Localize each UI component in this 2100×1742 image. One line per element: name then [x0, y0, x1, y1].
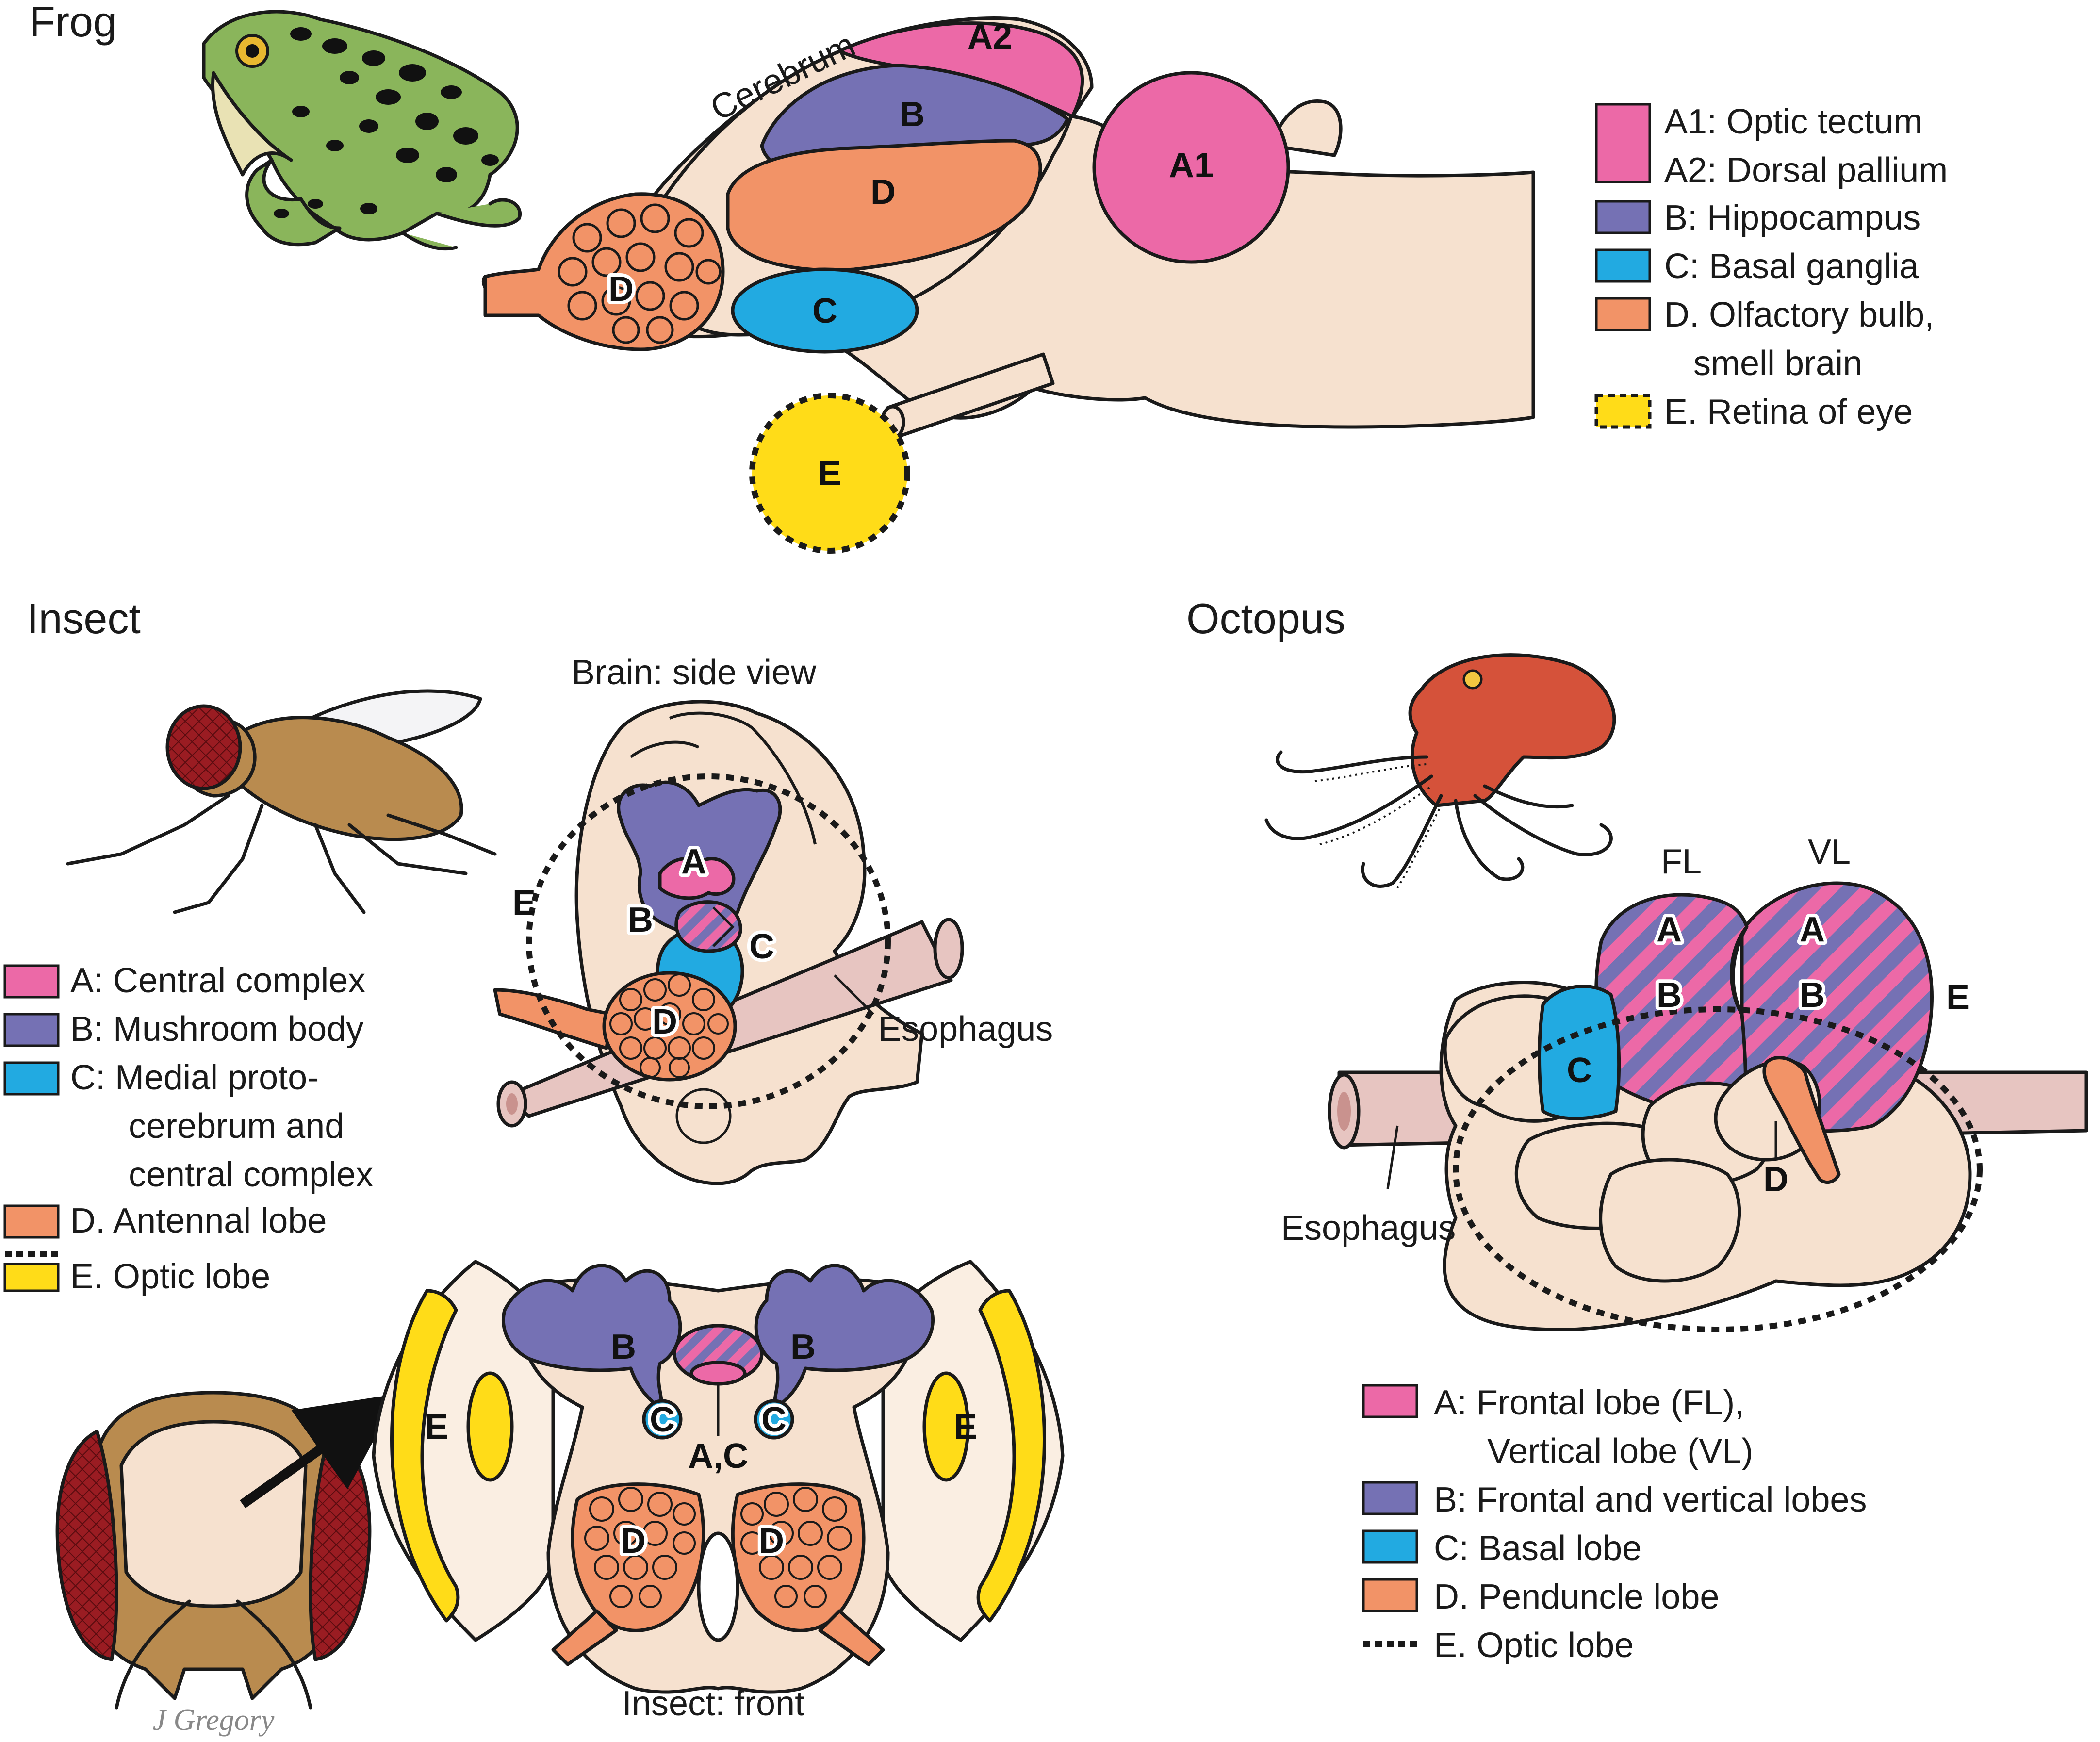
legend-swatch-d — [1595, 297, 1651, 331]
frog-label-a2: A2 — [968, 17, 1012, 56]
insect-front-title: Insect: front — [622, 1684, 804, 1723]
insect-legend-e: E. Optic lobe — [70, 1257, 270, 1296]
octopus-esophagus-label: Esophagus — [1281, 1209, 1456, 1248]
fly-head-illustration — [55, 1391, 399, 1710]
side-view-title: Brain: side view — [572, 653, 817, 692]
frog-legend-b: B: Hippocampus — [1664, 198, 1920, 237]
fly-illustration — [66, 689, 497, 914]
frog-legend-d-cont: smell brain — [1693, 344, 1862, 383]
insect-side-brain: A B C D E Esophagus — [493, 700, 1053, 1185]
insect-legend: A: Central complex B: Mushroom body C: M… — [3, 961, 373, 1296]
front-label-e-right: E — [954, 1408, 977, 1446]
artist-signature: J Gregory — [153, 1704, 275, 1737]
side-label-d: D — [652, 1002, 677, 1041]
front-label-d-left: D — [621, 1522, 646, 1561]
frog-label-c: C — [812, 292, 837, 330]
octopus-label-a-fl: A — [1657, 910, 1682, 949]
vl-label: VL — [1808, 833, 1851, 871]
fl-label: FL — [1661, 842, 1702, 881]
front-label-ac: A,C — [688, 1437, 748, 1476]
insect-legend-c-cont2: central complex — [129, 1155, 373, 1194]
frog-label-e: E — [818, 454, 841, 493]
octopus-legend-a-cont: Vertical lobe (VL) — [1487, 1432, 1753, 1471]
front-label-b-left: B — [611, 1328, 636, 1366]
octopus-label-e: E — [1946, 978, 1969, 1017]
frog-label-d-cerebrum: D — [870, 173, 896, 212]
insect-legend-a: A: Central complex — [70, 961, 365, 1000]
octopus-illustration — [1264, 653, 1616, 889]
legend-swatch-c — [1595, 248, 1651, 283]
octopus-label-d: D — [1763, 1160, 1788, 1199]
legend-swatch-c — [3, 1061, 60, 1096]
insect-front-brain: B B C C A,C D D E E — [372, 1260, 1065, 1694]
frog-legend-c: C: Basal ganglia — [1664, 247, 1919, 286]
octopus-legend: A: Frontal lobe (FL), Vertical lobe (VL)… — [1362, 1383, 1867, 1665]
side-label-e: E — [512, 884, 536, 922]
frog-legend: A1: Optic tectum A2: Dorsal pallium B: H… — [1594, 102, 1948, 431]
octopus-label-b-fl: B — [1657, 976, 1682, 1015]
legend-swatch-a — [1362, 1384, 1418, 1418]
octopus-arms — [1264, 750, 1613, 888]
octopus-section: Octopus — [1186, 594, 2088, 1665]
octopus-title: Octopus — [1186, 594, 1345, 642]
insect-legend-c-cont1: cerebrum and — [129, 1107, 344, 1146]
octopus-legend-a: A: Frontal lobe (FL), — [1434, 1383, 1744, 1422]
zoom-arrow — [240, 1394, 399, 1509]
frog-brain: Cerebrum A2 B D A1 C D E — [481, 16, 1535, 554]
frog-label-d-bulb: D — [608, 270, 634, 309]
octopus-legend-b: B: Frontal and vertical lobes — [1434, 1480, 1867, 1519]
front-label-e-left: E — [425, 1408, 448, 1446]
frog-legend-e: E. Retina of eye — [1664, 393, 1913, 431]
insect-legend-d: D. Antennal lobe — [70, 1201, 327, 1240]
fly-legs — [66, 794, 497, 914]
front-label-c-left: C — [650, 1400, 675, 1439]
octopus-label-a-vl: A — [1800, 910, 1825, 949]
octopus-legend-e: E. Optic lobe — [1434, 1626, 1634, 1665]
frog-title: Frog — [29, 0, 117, 46]
front-antennal-circles — [584, 1487, 852, 1608]
octopus-legend-c: C: Basal lobe — [1434, 1529, 1641, 1568]
legend-swatch-c — [1362, 1529, 1418, 1564]
legend-swatch-b — [1595, 200, 1651, 234]
octopus-legend-d: D. Penduncle lobe — [1434, 1578, 1719, 1616]
legend-swatch-a — [1595, 103, 1651, 183]
fly-antennae — [115, 1599, 312, 1710]
octopus-label-c: C — [1567, 1051, 1592, 1090]
legend-swatch-d — [1362, 1578, 1418, 1612]
frog-legend-d: D. Olfactory bulb, — [1664, 296, 1934, 334]
octopus-label-b-vl: B — [1800, 976, 1825, 1015]
side-label-c: C — [749, 927, 774, 966]
antennal-lobe-circles — [609, 973, 729, 1078]
front-label-c-right: C — [761, 1400, 787, 1439]
frog-legend-a2: A2: Dorsal pallium — [1664, 151, 1948, 190]
insect-section: Insect Brain: side view — [3, 594, 1065, 1737]
frog-label-b: B — [900, 95, 925, 134]
insect-esophagus-label: Esophagus — [878, 1010, 1053, 1049]
front-label-d-right: D — [759, 1522, 784, 1561]
insect-legend-c: C: Medial proto- — [70, 1058, 319, 1097]
legend-swatch-e — [3, 1263, 60, 1292]
legend-swatch-e — [1596, 395, 1650, 427]
side-label-b: B — [628, 901, 653, 939]
legend-swatch-d — [3, 1204, 60, 1239]
frog-section: Frog — [29, 0, 1948, 554]
frog-illustration — [202, 10, 522, 251]
legend-swatch-b — [1362, 1481, 1418, 1515]
olfactory-bulb-circles — [558, 203, 722, 344]
octopus-brain: FL VL A B A B C D E Esophagus — [1281, 833, 2088, 1332]
frog-legend-a1: A1: Optic tectum — [1664, 102, 1922, 141]
side-label-a: A — [681, 842, 706, 881]
legend-swatch-a — [3, 964, 60, 999]
legend-swatch-b — [3, 1013, 60, 1047]
front-label-b-right: B — [790, 1328, 816, 1366]
insect-title: Insect — [27, 594, 141, 642]
insect-legend-b: B: Mushroom body — [70, 1010, 363, 1049]
frog-label-a1: A1 — [1169, 146, 1214, 185]
